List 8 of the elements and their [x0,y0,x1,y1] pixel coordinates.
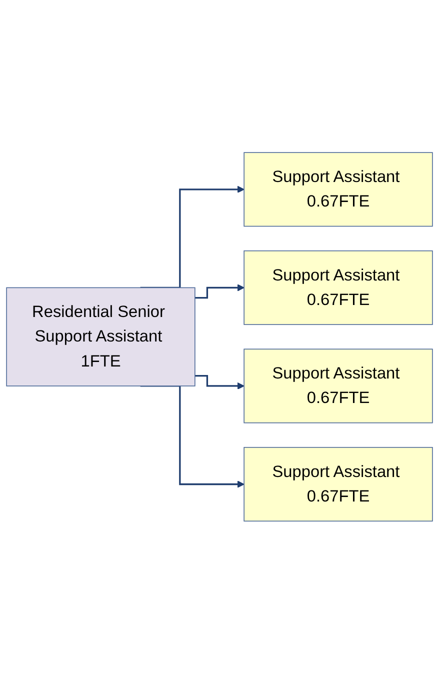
arrow [140,186,244,289]
node-box: Support Assistant 0.67FTE [244,152,433,227]
node-box: Support Assistant 0.67FTE [244,348,433,424]
node-box: Support Assistant 0.67FTE [244,447,433,522]
node-box: Support Assistant 0.67FTE [244,250,433,326]
arrow [194,375,244,390]
node-box: Residential Senior Support Assistant 1FTE [6,287,196,387]
arrow [194,284,244,299]
